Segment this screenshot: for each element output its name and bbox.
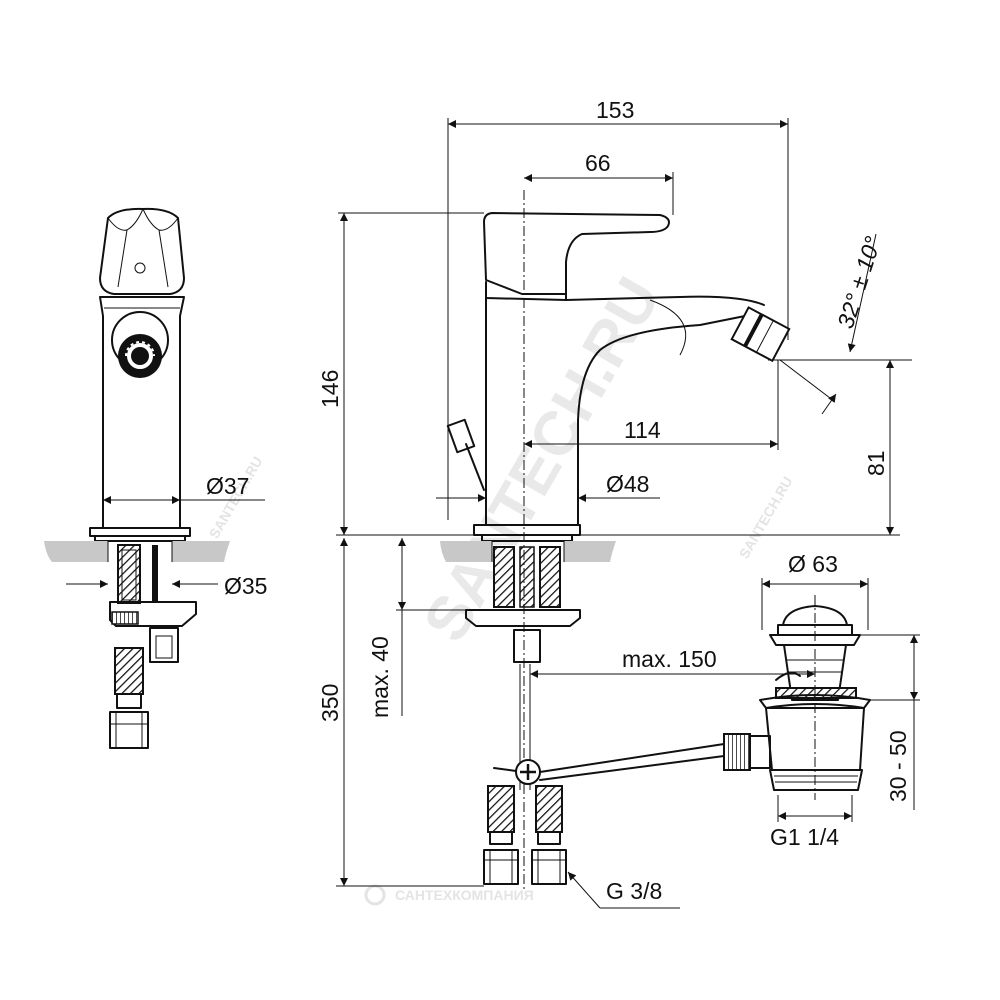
linkage-rod [539, 743, 725, 781]
label-hose-length: 350 [317, 684, 343, 722]
label-body-diameter: Ø37 [206, 473, 249, 499]
dimension-waste-thread: G1 1/4 [770, 795, 853, 850]
dimension-width-total: 153 [447, 97, 789, 520]
supply-hoses [483, 785, 567, 885]
lift-rod [465, 443, 485, 491]
label-outlet-height: 81 [863, 450, 889, 476]
front-nozzle [111, 311, 169, 378]
side-countertop [440, 541, 492, 562]
rod-clamp [493, 759, 541, 785]
label-angle: 32° ± 10° [832, 233, 886, 331]
label-height: 146 [317, 370, 343, 408]
waste-plug [782, 605, 848, 626]
dimension-body-diameter: Ø37 [103, 473, 265, 504]
label-spout-reach: 114 [624, 417, 661, 443]
front-base-flange [89, 527, 191, 537]
dimension-waste-height: 30 - 50 [860, 634, 920, 810]
label-max-thickness: max. 40 [367, 636, 393, 718]
front-view [44, 207, 230, 749]
label-spout-offset: 66 [585, 150, 611, 176]
label-waste-diameter: Ø 63 [788, 551, 838, 577]
pop-up-waste [723, 595, 871, 800]
watermark-footer: САНТЕХКОМПАНИЯ [395, 887, 534, 903]
label-max-reach: max. 150 [622, 646, 717, 672]
dimension-hose-length: 350 [317, 538, 484, 887]
label-hose-thread: G 3/8 [606, 878, 662, 904]
side-body [485, 297, 746, 526]
dimension-max-thickness: max. 40 [367, 538, 470, 718]
label-waste-height: 30 - 50 [885, 730, 911, 802]
label-hole-diameter: Ø35 [224, 573, 267, 599]
side-nozzle [730, 306, 791, 363]
label-base-diameter: Ø48 [606, 471, 649, 497]
dimension-hole-diameter: Ø35 [66, 573, 267, 599]
dimension-hose-thread: G 3/8 [567, 871, 680, 909]
dimension-outlet-height: 81 [863, 360, 894, 535]
watermark-small-right: SANTECH.RU [736, 474, 796, 561]
front-fixing-plate [109, 601, 197, 627]
dimension-spout-reach: 114 [524, 360, 779, 450]
side-fixing-plate [465, 609, 581, 627]
side-view [440, 190, 791, 890]
label-width-total: 153 [596, 97, 634, 123]
front-handle-dot-icon [134, 262, 146, 274]
side-handle [483, 212, 670, 295]
watermark-logo-icon [364, 884, 386, 906]
side-spout-top [565, 295, 765, 306]
label-waste-thread: G1 1/4 [770, 824, 839, 850]
dimension-height: 146 [317, 212, 484, 535]
dimension-spout-offset: 66 [524, 150, 674, 215]
front-handle [99, 207, 185, 295]
dimension-base-diameter: Ø48 [436, 471, 660, 502]
dimension-max-reach: max. 150 [530, 646, 815, 678]
front-countertop [44, 541, 108, 562]
dimension-waste-diameter: Ø 63 [761, 551, 869, 630]
